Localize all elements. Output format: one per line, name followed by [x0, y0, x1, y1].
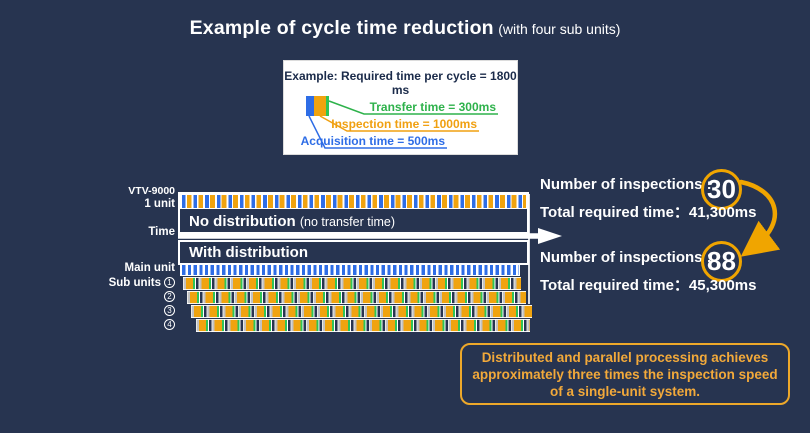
sub-unit-3-bars [191, 305, 532, 318]
legend-inspection-connector-line [319, 115, 479, 132]
total-time-line-single: Total required time：41,300ms [540, 201, 756, 222]
legend-transfer-label: Transfer time = 300ms [369, 100, 496, 114]
callout-line-2: approximately three times the inspection… [472, 366, 778, 382]
total-time-label-single: Total required time： [540, 204, 689, 221]
no-distribution-caption: No distribution (no transfer time) [189, 213, 395, 230]
row-label-1unit: 1 unit [144, 198, 175, 210]
summary-callout-box: Distributed and parallel processing achi… [460, 343, 790, 405]
total-time-value-distributed: 45,300ms [688, 277, 757, 294]
with-distribution-caption: With distribution [189, 244, 308, 261]
circled-number-1: 1 [164, 277, 175, 288]
page-title-sub: (with four sub units) [498, 21, 621, 37]
legend-inspection-segment [314, 96, 326, 116]
sub-units-text: Sub units [108, 277, 161, 289]
with-distribution-label: With distribution [189, 244, 309, 261]
total-time-line-distributed: Total required time：45,300ms [540, 274, 756, 295]
circled-number-4: 4 [164, 319, 175, 330]
total-time-label-distributed: Total required time： [540, 277, 689, 294]
right-boundary-guide-line [528, 194, 530, 304]
row-label-sub-unit-4: 4 [0, 319, 175, 332]
callout-line-1: Distributed and parallel processing achi… [481, 349, 769, 365]
total-time-value-single: 41,300ms [688, 204, 757, 221]
no-transfer-time-note: (no transfer time) [299, 215, 395, 229]
single-unit-timeline-bars [180, 194, 527, 209]
row-label-sub-unit-2: 2 [0, 291, 175, 304]
legend-acquisition-segment [306, 96, 314, 116]
comparison-curved-arrow [738, 179, 781, 257]
legend-heading: Example: Required time per cycle = 1800 … [284, 69, 517, 97]
main-unit-acquisition-bars [180, 264, 520, 276]
legend-inspection-label: Inspection time = 1000ms [331, 117, 477, 131]
row-label-sub-unit-3: 3 [0, 305, 175, 318]
inspections-count-circle-single: 30 [701, 169, 742, 210]
no-distribution-section-frame: No distribution (no transfer time) [178, 192, 529, 234]
sub-unit-2-bars [187, 291, 526, 304]
inspections-count-circle-distributed: 88 [701, 241, 742, 282]
sub-unit-1-bars [183, 277, 521, 290]
legend-transfer-connector-line [328, 100, 498, 115]
legend-transfer-segment [326, 96, 329, 116]
time-axis-arrowhead [538, 228, 562, 244]
inspections-count-label-distributed: Number of inspections : [540, 249, 712, 266]
page-title-main: Example of cycle time reduction [189, 17, 494, 39]
legend-acquisition-label: Acquisition time = 500ms [300, 134, 445, 148]
row-label-main-unit: Main unit [124, 262, 175, 274]
cycle-legend-box: Example: Required time per cycle = 1800 … [283, 60, 518, 155]
axis-label-time: Time [148, 226, 175, 238]
callout-line-3: of a single-unit system. [549, 383, 701, 399]
with-distribution-section-frame: With distribution [178, 240, 529, 265]
legend-acquisition-connector-line [308, 115, 447, 149]
inspections-count-label-single: Number of inspections : [540, 176, 712, 193]
time-axis-arrow [178, 228, 562, 244]
legend-bar-diagram [306, 96, 498, 149]
no-distribution-label: No distribution [189, 213, 296, 230]
page-title: Example of cycle time reduction (with fo… [0, 17, 810, 40]
row-label-vtv9000: VTV-9000 [128, 185, 175, 197]
circled-number-2: 2 [164, 291, 175, 302]
sub-unit-4-bars [196, 319, 530, 332]
circled-number-3: 3 [164, 305, 175, 316]
